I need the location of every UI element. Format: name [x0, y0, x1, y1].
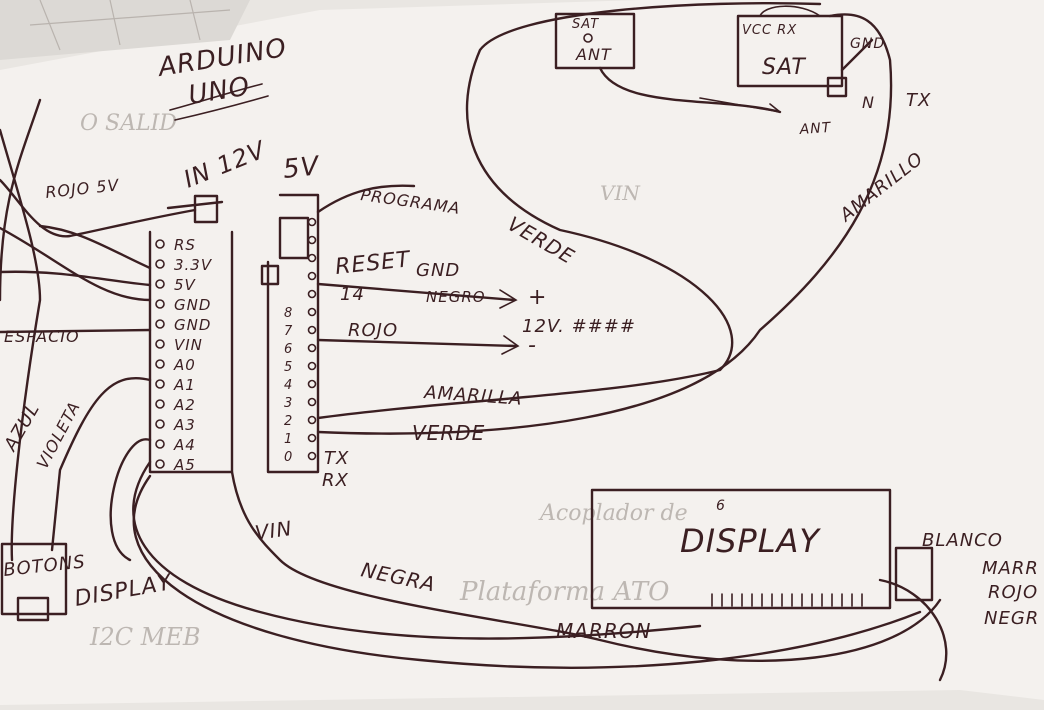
- left-pin-label: A0: [173, 356, 196, 374]
- sat-tx-label: TX: [906, 90, 931, 111]
- display-wire-label: MARR: [982, 558, 1039, 579]
- sat-antenna-box-label: ANT: [575, 45, 612, 64]
- left-pin: [155, 419, 165, 429]
- right-pin: [307, 343, 317, 353]
- sat-ant-label: ANT: [798, 120, 832, 138]
- sat-antenna-box-title: SAT: [572, 17, 599, 32]
- display-label: DISPLAY: [680, 522, 821, 560]
- left-pin: [155, 399, 165, 409]
- display-wire-label: NEGR: [984, 608, 1039, 629]
- left-pin-label: A3: [173, 416, 196, 434]
- right-pin: [307, 235, 317, 245]
- minus-label: -: [528, 333, 537, 358]
- left-pin-label: A2: [173, 396, 196, 414]
- right-pin-label: 5: [284, 360, 293, 375]
- sat-n-label: N: [862, 93, 875, 112]
- sat-module-name: SAT: [762, 55, 806, 80]
- right-pin: [307, 433, 317, 443]
- grid-sheet-lines: [29, 0, 231, 51]
- left-pin: [155, 259, 165, 269]
- sat-gnd-label: GND: [850, 36, 885, 52]
- buttons-module: [0, 542, 68, 622]
- display-wire-label: BLANCO: [922, 530, 1003, 551]
- left-pin: [155, 319, 165, 329]
- right-pin: [307, 397, 317, 407]
- display-six: 6: [716, 498, 726, 514]
- tx-label: TX: [324, 448, 349, 469]
- svg-text:O SALID: O SALID: [80, 111, 177, 136]
- right-pin: [307, 361, 317, 371]
- pin-14-label: 14: [340, 284, 365, 305]
- right-pin-label: 2: [284, 414, 293, 429]
- right-pin-label: 3: [284, 396, 293, 411]
- rojo-label: ROJO: [348, 320, 398, 341]
- left-pin-label: 5V: [174, 276, 197, 294]
- right-pin-label: 0: [284, 450, 293, 465]
- left-pin-label: A5: [173, 456, 196, 474]
- satellite-section: [554, 5, 874, 114]
- left-pin: [155, 459, 165, 469]
- right-pin: [307, 217, 317, 227]
- left-pin-label: GND: [174, 316, 211, 334]
- display-wire-label: ROJO: [988, 582, 1038, 603]
- left-pin-label: A1: [173, 376, 196, 394]
- left-pin: [155, 379, 165, 389]
- arduino-board: [148, 193, 320, 474]
- left-pin-label: GND: [174, 296, 211, 314]
- negro-label: NEGRO: [426, 288, 486, 306]
- wire-paths: [0, 2, 948, 682]
- right-pin-label: 4: [284, 378, 293, 393]
- vin-label: VIN: [253, 516, 294, 545]
- left-pin-label: A4: [173, 436, 196, 454]
- right-pin-label: 6: [284, 342, 293, 357]
- right-pin: [307, 307, 317, 317]
- left-pin: [155, 239, 165, 249]
- gnd-wire-label: GND: [416, 260, 460, 281]
- right-pin: [307, 289, 317, 299]
- display-wire-labels: BLANCO MARR ROJO NEGR: [922, 530, 1039, 629]
- title-underline: [169, 83, 269, 121]
- display-module: [590, 488, 934, 610]
- right-pin: [307, 451, 317, 461]
- twelve-volt-label: 12V. ####: [522, 316, 636, 337]
- right-pin-label: 8: [284, 306, 293, 321]
- right-pin: [307, 415, 317, 425]
- left-pin: [155, 299, 165, 309]
- ghost-background-text: O SALID Acoplador de Plataforma ATO I2C …: [80, 111, 688, 651]
- sat-module-pins: VCC RX: [742, 23, 797, 38]
- svg-text:Acoplador de: Acoplador de: [538, 501, 688, 526]
- right-pin: [307, 325, 317, 335]
- left-pin: [155, 439, 165, 449]
- plus-label: +: [528, 285, 547, 310]
- left-pin: [155, 279, 165, 289]
- five-volt-label: 5V: [282, 151, 322, 185]
- rx-label: RX: [322, 470, 349, 491]
- right-pin: [307, 253, 317, 263]
- verde-label: VERDE: [412, 421, 485, 445]
- svg-text:I2C MEB: I2C MEB: [89, 623, 200, 651]
- right-header-pins: 8 7 6 5 4 3 2 1 0: [284, 217, 317, 465]
- marron-label: MARRON: [556, 619, 651, 643]
- right-pin-label: 7: [284, 324, 293, 339]
- svg-text:VIN: VIN: [600, 181, 641, 205]
- left-pin: [155, 339, 165, 349]
- left-pin: [155, 359, 165, 369]
- paper-corner-grid: [0, 0, 250, 60]
- espacio-label: ESPACIO: [4, 327, 80, 346]
- right-pin-label: 1: [284, 432, 293, 447]
- right-pin: [307, 271, 317, 281]
- right-pin: [307, 379, 317, 389]
- svg-text:Plataforma ATO: Plataforma ATO: [459, 577, 669, 607]
- left-pin-label: RS: [174, 236, 196, 254]
- left-pin-label: VIN: [174, 336, 203, 354]
- left-pin-label: 3.3V: [174, 256, 213, 274]
